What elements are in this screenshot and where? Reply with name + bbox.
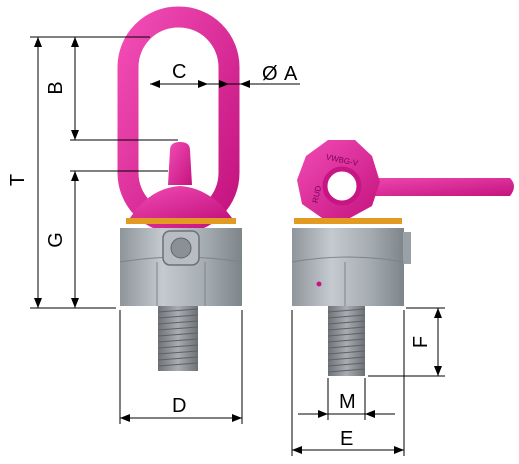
ring-brand-marking: RUD <box>311 185 323 204</box>
dimension-lines <box>30 36 445 456</box>
label-e: E <box>340 428 353 450</box>
label-c: C <box>172 61 186 83</box>
marking-dot <box>316 281 322 287</box>
washer <box>126 218 236 224</box>
label-g: G <box>45 232 67 248</box>
label-a: A <box>284 63 298 85</box>
label-t: T <box>7 174 29 186</box>
nut-body <box>120 228 242 306</box>
label-b: B <box>45 81 67 94</box>
label-d: D <box>172 395 186 417</box>
side-lug <box>403 232 411 264</box>
label-f: F <box>410 336 432 348</box>
ring-stem <box>168 142 192 185</box>
side-view: VWBG-V RUD <box>291 140 514 376</box>
front-view <box>117 6 243 371</box>
side-washer <box>294 218 402 224</box>
diameter-symbol: Ø <box>262 63 278 85</box>
side-nut-body <box>292 228 404 306</box>
label-m: M <box>339 391 356 413</box>
ring-base <box>130 186 232 218</box>
plug-screw <box>170 237 192 259</box>
ring-eye <box>322 166 362 206</box>
